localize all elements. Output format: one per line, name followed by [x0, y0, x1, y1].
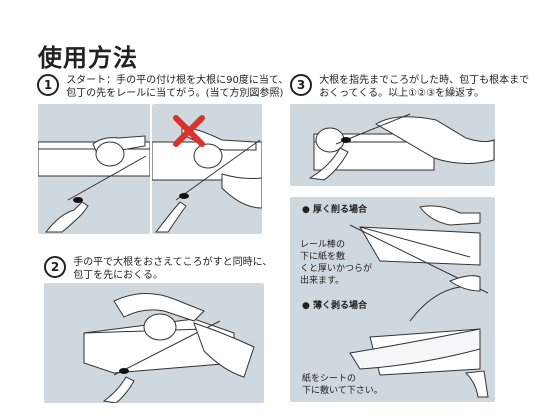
- thick-heading: ● 厚く削る場合: [302, 205, 367, 215]
- step-3-line-2: おくってくる。以上①②③を繰返す。: [319, 88, 485, 99]
- step-number-3: 3: [290, 74, 312, 96]
- page-title: 使用方法: [38, 44, 138, 72]
- sheet-note: 紙をシートの 下に敷いて下さい。: [302, 373, 383, 397]
- rail-note-line-4: 出来ます。: [300, 276, 345, 286]
- step-1-text: 1 スタート：手の平の付け根を大根に90度に当て、 包丁の先をレールに当てがう。…: [37, 74, 288, 100]
- illustration-step-2: [44, 283, 264, 403]
- rail-note-line-2: 下に紙を敷: [300, 252, 346, 262]
- rail-note-line-1: レール棒の: [300, 240, 346, 250]
- illustration-step-1-a: [38, 104, 150, 234]
- rail-note: レール棒の 下に紙を敷 くと厚いかつらが 出来ます。: [300, 239, 372, 287]
- step-number-2: 2: [44, 256, 66, 278]
- illustration-right-panel: ● 厚く削る場合 レール棒の 下に紙を敷 くと厚いかつらが 出来ます。 ● 薄く…: [290, 197, 495, 402]
- step-2-line-1: 手の平で大根をおさえてころがすと同時に、: [73, 257, 273, 268]
- step-1-line-1: スタート：手の平の付け根を大根に90度に当て、: [66, 75, 289, 86]
- sheet-note-line-1: 紙をシートの: [302, 374, 357, 384]
- rail-note-line-3: くと厚いかつらが: [300, 264, 373, 274]
- step-3-text: 3 大根を指先までころがした時、包丁も根本まで おくってくる。以上①②③を繰返す…: [290, 74, 529, 100]
- step-number-1: 1: [37, 74, 59, 96]
- illustration-step-3: [290, 104, 495, 186]
- illustration-step-1-b: [152, 104, 262, 234]
- step-3-line-1: 大根を指先までころがした時、包丁も根本まで: [319, 75, 530, 86]
- step-2-line-2: 包丁を先におくる。: [73, 270, 163, 281]
- step-2-text: 2 手の平で大根をおさえてころがすと同時に、 包丁を先におくる。: [44, 256, 272, 282]
- sheet-note-line-2: 下に敷いて下さい。: [302, 386, 383, 396]
- x-icon: [173, 115, 205, 147]
- thin-heading: ● 薄く剥る場合: [302, 301, 367, 311]
- step-1-line-2: 包丁の先をレールに当てがう。(当て方別図参照): [66, 88, 284, 99]
